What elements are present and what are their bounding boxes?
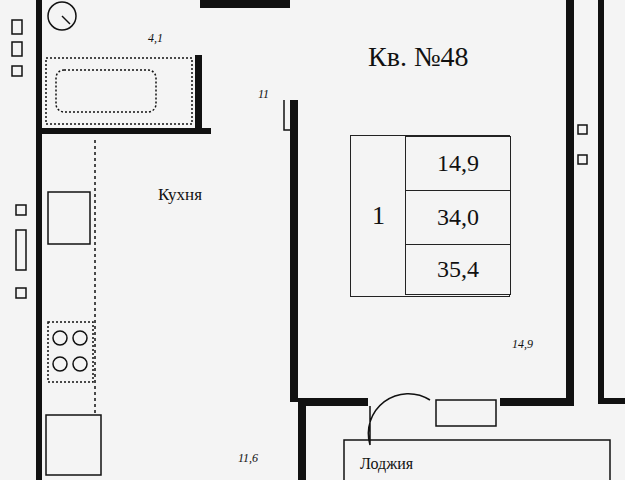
wall: [200, 0, 290, 8]
window-symbol: [578, 125, 587, 134]
wall: [566, 0, 574, 405]
bath-symbol: [46, 58, 192, 124]
stove-symbol: [53, 331, 67, 345]
window-symbol: [16, 205, 26, 215]
area-cell: 14,9: [405, 136, 511, 191]
stove-symbol: [53, 357, 67, 371]
window-symbol: [16, 288, 26, 298]
stove-symbol: [73, 331, 87, 345]
wall: [36, 0, 42, 480]
room-count: 1: [372, 201, 385, 231]
wall: [36, 128, 211, 134]
area-value: 14,9: [437, 150, 479, 177]
apartment-title: Кв. №48: [368, 42, 469, 73]
area-cell: 34,0: [405, 190, 511, 245]
window-symbol: [12, 66, 22, 76]
window-symbol: [12, 42, 22, 56]
window-symbol: [12, 20, 22, 34]
room-area: 4,1: [148, 32, 163, 45]
stove-symbol: [73, 357, 87, 371]
area-value: 34,0: [437, 204, 479, 231]
room-area: 11,6: [238, 452, 258, 465]
area-table: 1 14,9 34,0 35,4: [350, 135, 510, 297]
sink-symbol: [48, 192, 90, 244]
wall: [598, 0, 604, 400]
door-symbol: [436, 400, 496, 426]
toilet-symbol: [62, 16, 70, 24]
wall: [598, 398, 625, 404]
wall: [298, 398, 306, 480]
window-symbol: [578, 155, 587, 164]
fridge-symbol: [46, 415, 101, 475]
window-symbol: [16, 230, 26, 270]
room-area: 14,9: [512, 338, 533, 351]
room-name: Кухня: [158, 186, 202, 205]
loggia-outline: [344, 440, 610, 480]
counter-line: [94, 140, 96, 415]
area-cell: 35,4: [405, 244, 511, 295]
room-area: 11: [258, 88, 269, 101]
bath-symbol: [56, 70, 156, 112]
wall: [500, 398, 574, 406]
room-name: Лоджия: [360, 455, 413, 473]
toilet-symbol: [48, 2, 76, 30]
door-symbol: [368, 394, 430, 445]
wall-notch: [284, 100, 290, 130]
stove-symbol: [48, 322, 93, 382]
area-value: 35,4: [437, 256, 479, 283]
wall: [290, 100, 298, 402]
wall: [195, 55, 202, 134]
wall: [298, 398, 368, 406]
